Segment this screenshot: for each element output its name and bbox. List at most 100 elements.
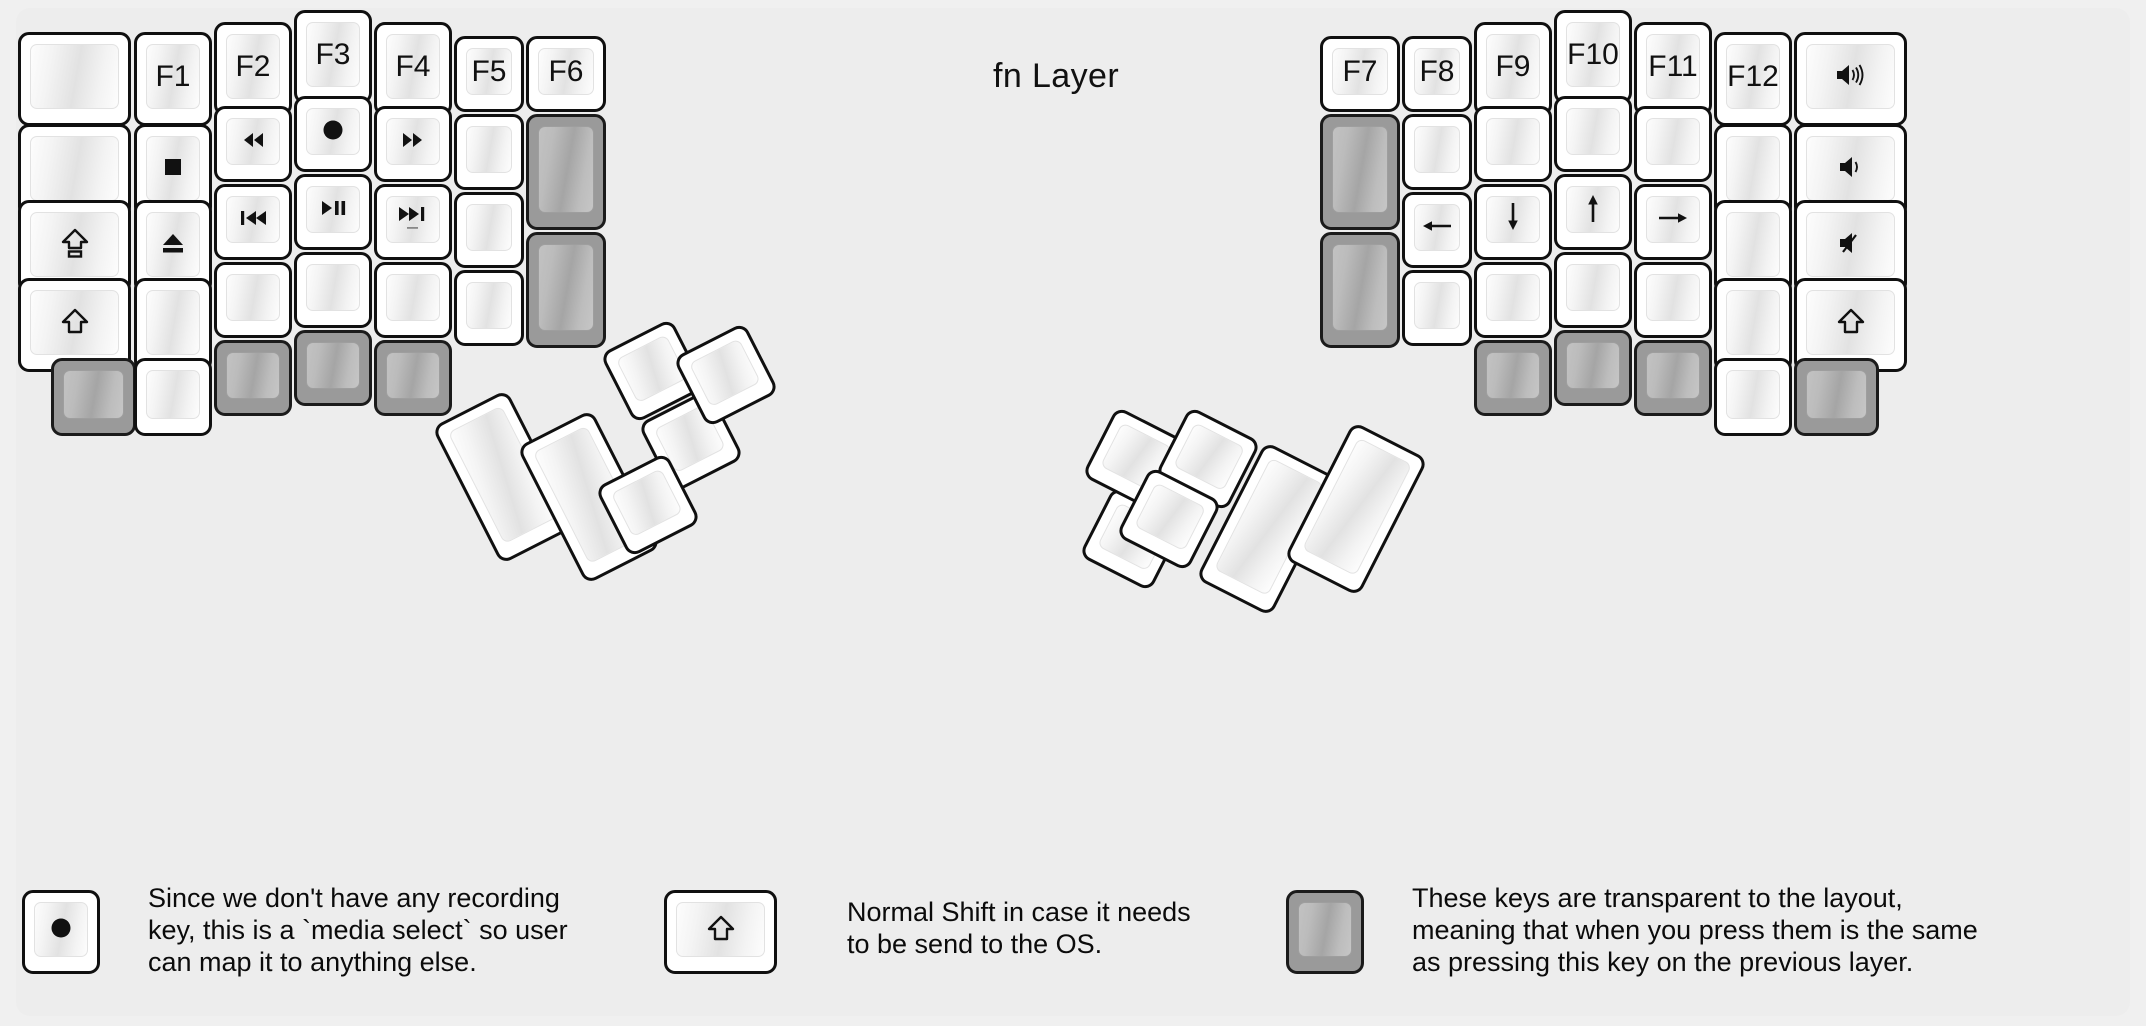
right-key-r3c5[interactable] [1714, 278, 1792, 372]
right-key-r4c5[interactable] [1714, 358, 1792, 436]
keycap [1414, 126, 1460, 173]
right-key-r3c1[interactable] [1402, 270, 1472, 346]
right-key-r4c6-transparent[interactable] [1794, 358, 1879, 436]
left-key-r2c2-prev[interactable] [214, 184, 292, 260]
keycap [538, 244, 594, 331]
legend-key-transparent [1286, 890, 1364, 974]
legend-text-shift: Normal Shift in case it needs to be send… [847, 897, 1191, 960]
keycap [1566, 342, 1620, 389]
left-key-r0c2-f2[interactable]: F2 [214, 22, 292, 116]
left-key-r4c0-transparent[interactable] [51, 358, 136, 436]
left-key-r0c1-f1[interactable]: F1 [134, 32, 212, 126]
right-key-r0c6-volume-up[interactable] [1794, 32, 1907, 126]
keycap: F9 [1486, 34, 1540, 99]
right-key-r0c2-f9[interactable]: F9 [1474, 22, 1552, 116]
keycap: F11 [1646, 34, 1700, 99]
left-key-r4c4-transparent[interactable] [374, 340, 452, 416]
key-label: F2 [235, 49, 271, 83]
right-key-r0c4-f11[interactable]: F11 [1634, 22, 1712, 116]
legend-text-record: Since we don't have any recording key, t… [148, 883, 568, 978]
keycap [1806, 212, 1895, 277]
right-key-r2c1-left[interactable] [1402, 192, 1472, 268]
left-key-r0c4-f4[interactable]: F4 [374, 22, 452, 116]
keycap [306, 108, 360, 155]
left-key-r0c3-f3[interactable]: F3 [294, 10, 372, 104]
key-label: F4 [395, 49, 431, 83]
keycap: F3 [306, 22, 360, 87]
keycap: F1 [146, 44, 200, 109]
left-key-r1c6-transparent[interactable] [526, 114, 606, 230]
keycap [306, 186, 360, 233]
left-key-r0c6-f6[interactable]: F6 [526, 36, 606, 112]
right-key-r4c4-transparent[interactable] [1634, 340, 1712, 416]
keycap: F10 [1566, 22, 1620, 87]
left-key-r4c1[interactable] [134, 358, 212, 436]
right-key-r1c0-transparent[interactable] [1320, 114, 1400, 230]
keycap [1414, 204, 1460, 251]
right-key-r1c1[interactable] [1402, 114, 1472, 190]
left-key-r0c5-f5[interactable]: F5 [454, 36, 524, 112]
left-key-r3c4[interactable] [374, 262, 452, 338]
key-label: F10 [1567, 37, 1619, 71]
keycap: F5 [466, 48, 512, 95]
keycap: F2 [226, 34, 280, 99]
right-key-r1c3[interactable] [1554, 96, 1632, 172]
left-key-r2c3-playpause[interactable] [294, 174, 372, 250]
media-record-icon [320, 117, 346, 147]
legend-key-record [22, 890, 100, 974]
keycap [34, 902, 88, 957]
keycap [1486, 274, 1540, 321]
key-label: F12 [1727, 59, 1779, 93]
left-key-r1c3-record[interactable] [294, 96, 372, 172]
keycap [1134, 482, 1207, 552]
left-key-r2c4-next[interactable] [374, 184, 452, 260]
arrow-down-icon [1502, 201, 1524, 239]
keycap [1726, 370, 1780, 419]
arrow-up-icon [1582, 191, 1604, 229]
right-key-r0c0-f7[interactable]: F7 [1320, 36, 1400, 112]
left-key-r3c5[interactable] [454, 270, 524, 346]
right-key-r4c2-transparent[interactable] [1474, 340, 1552, 416]
right-key-r3c6-shift[interactable] [1794, 278, 1907, 372]
left-key-r1c2-rewind[interactable] [214, 106, 292, 182]
left-key-r4c3-transparent[interactable] [294, 330, 372, 406]
right-key-r2c2-down[interactable] [1474, 184, 1552, 260]
left-key-r1c5[interactable] [454, 114, 524, 190]
keycap: F4 [386, 34, 440, 99]
keycap [386, 352, 440, 399]
right-key-r3c2[interactable] [1474, 262, 1552, 338]
keycap [1726, 212, 1780, 277]
right-key-r0c1-f8[interactable]: F8 [1402, 36, 1472, 112]
right-key-r0c3-f10[interactable]: F10 [1554, 10, 1632, 104]
shift-icon [1836, 305, 1866, 341]
right-key-r2c0-transparent[interactable] [1320, 232, 1400, 348]
right-key-r4c3-transparent[interactable] [1554, 330, 1632, 406]
left-key-r2c5[interactable] [454, 192, 524, 268]
keycap [146, 370, 200, 419]
left-key-r2c6-transparent[interactable] [526, 232, 606, 348]
left-key-r3c1[interactable] [134, 278, 212, 372]
right-key-r2c4-right[interactable] [1634, 184, 1712, 260]
media-eject-icon [160, 230, 186, 260]
media-fast-forward-icon [398, 130, 428, 154]
keycap [1332, 126, 1388, 213]
left-key-r3c3[interactable] [294, 252, 372, 328]
right-key-r1c4[interactable] [1634, 106, 1712, 182]
right-key-r1c2[interactable] [1474, 106, 1552, 182]
keycap [30, 44, 119, 109]
keycap [226, 196, 280, 243]
left-key-r1c4-ff[interactable] [374, 106, 452, 182]
right-key-r3c4[interactable] [1634, 262, 1712, 338]
right-key-r3c3[interactable] [1554, 252, 1632, 328]
left-key-r3c2[interactable] [214, 262, 292, 338]
keycap [1806, 44, 1895, 109]
right-key-r0c5-f12[interactable]: F12 [1714, 32, 1792, 126]
left-key-r4c2-transparent[interactable] [214, 340, 292, 416]
media-prev-track-icon [237, 208, 269, 232]
left-key-r3c0-shift[interactable] [18, 278, 131, 372]
keycap [1646, 274, 1700, 321]
keycap [1646, 196, 1700, 243]
left-key-r0c0[interactable] [18, 32, 131, 126]
right-key-r2c3-up[interactable] [1554, 174, 1632, 250]
